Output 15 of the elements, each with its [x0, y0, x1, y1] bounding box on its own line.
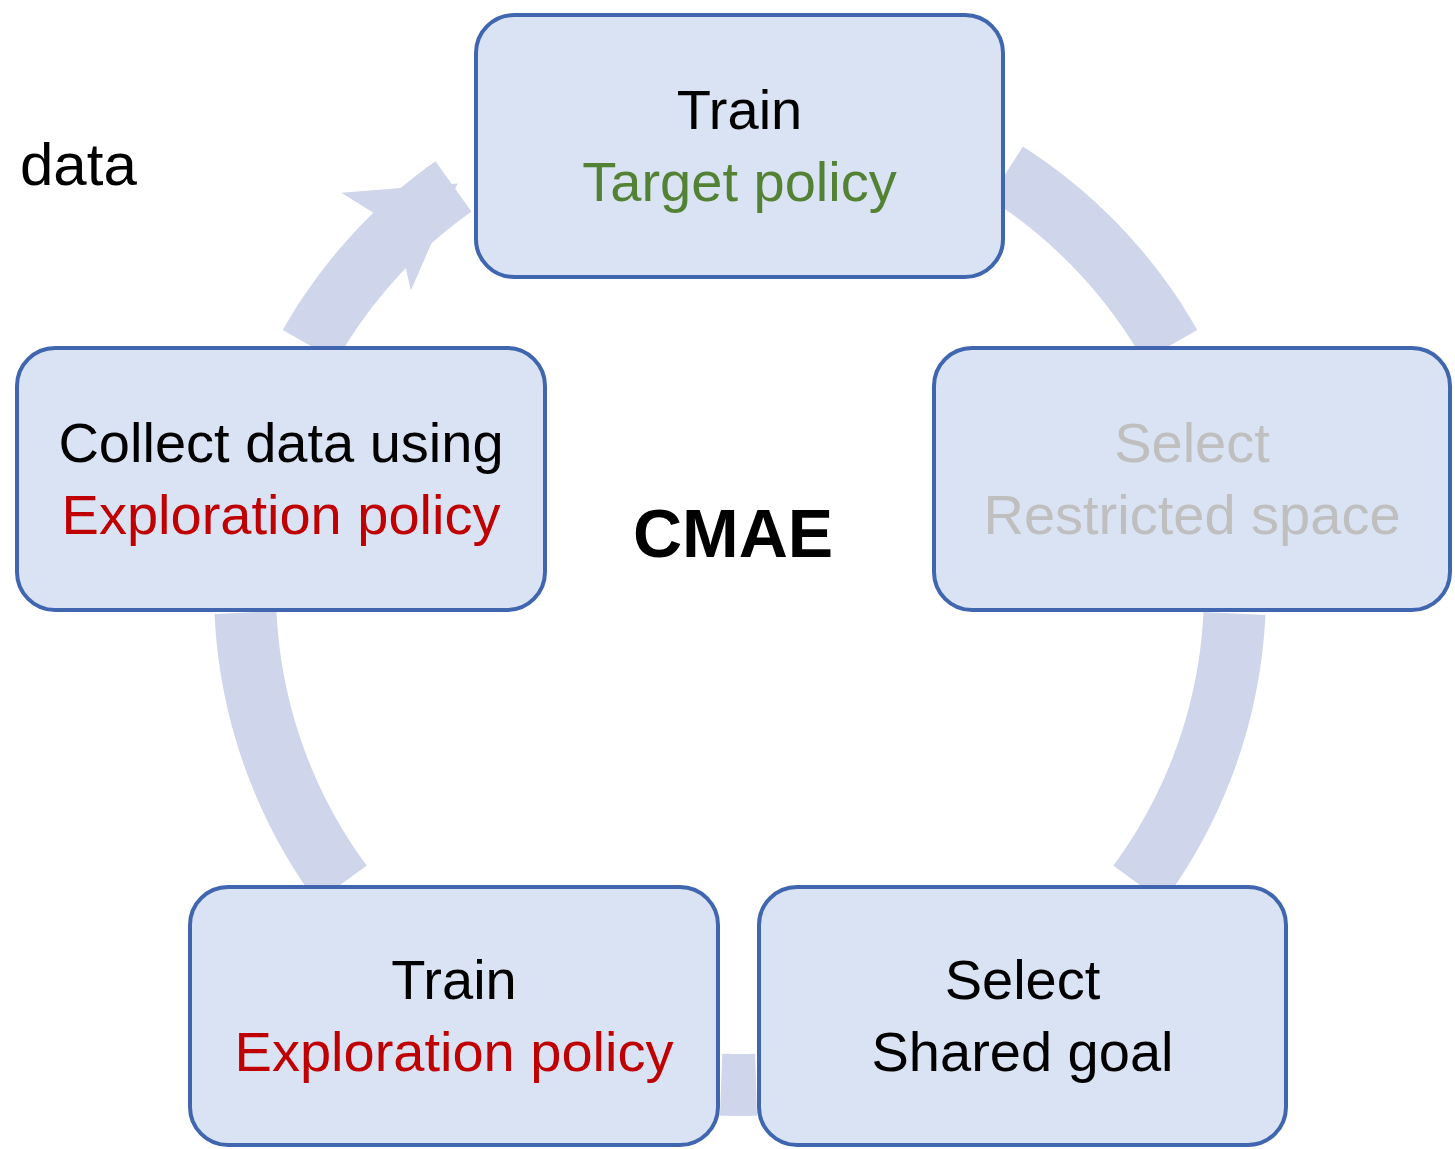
step-detail: Target policy	[582, 149, 897, 215]
annotation-label: data	[20, 130, 137, 199]
process-box	[15, 346, 547, 612]
diagram-title: CMAE	[633, 494, 834, 572]
step-heading: Collect data using	[58, 410, 504, 476]
process-box	[188, 885, 720, 1147]
process-box	[757, 885, 1288, 1147]
step-heading: Select	[944, 947, 1101, 1013]
step-detail: Shared goal	[871, 1019, 1174, 1085]
step-heading: Train	[391, 947, 517, 1013]
process-box	[932, 346, 1452, 612]
step-detail: Exploration policy	[234, 1019, 674, 1085]
step-heading: Train	[676, 77, 803, 143]
process-box	[474, 13, 1005, 279]
step-detail: Exploration policy	[61, 482, 501, 548]
